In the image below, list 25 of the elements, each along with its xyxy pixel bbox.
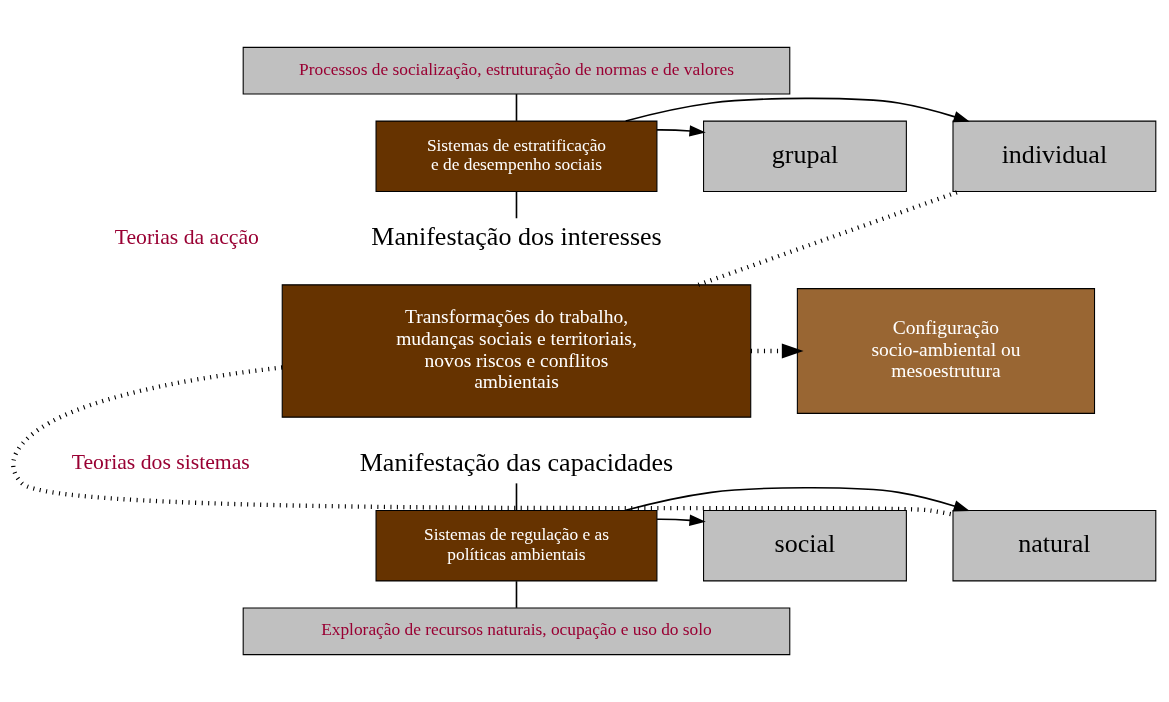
arrow xyxy=(656,514,706,526)
connector xyxy=(515,482,518,512)
arrow xyxy=(624,486,970,512)
node-box: natural xyxy=(952,509,1157,582)
connector xyxy=(697,189,960,287)
node-box: individual xyxy=(952,120,1157,193)
node-box: Processos de socialização, estruturação de normas e de valores xyxy=(242,46,791,95)
node-box: Configuração socio-ambiental ou mesoestrutura xyxy=(796,288,1096,414)
arrow xyxy=(656,125,706,137)
node-text: Manifestação dos interesses xyxy=(371,221,662,251)
arrow xyxy=(750,343,804,359)
connector xyxy=(515,580,518,609)
node-box: Sistemas de estratificação e de desempenho sociais xyxy=(375,120,658,193)
node-box: Exploração de recursos naturais, ocupação e uso do solo xyxy=(242,607,791,656)
node-text: Manifestação das capacidades xyxy=(359,447,674,477)
arrow xyxy=(624,97,970,123)
node-box: social xyxy=(703,509,907,582)
label: Teorias dos sistemas xyxy=(71,450,250,475)
label: Teorias da acção xyxy=(114,224,259,249)
connector xyxy=(11,365,954,517)
node-box: grupal xyxy=(703,120,907,193)
connector xyxy=(515,190,518,220)
node-box: Sistemas de regulação e as políticas ambientais xyxy=(375,509,658,582)
connector xyxy=(515,93,518,122)
node-box: Transformações do trabalho, mudanças sociais e territoriais, novos riscos e conflitos ambientais xyxy=(281,284,752,418)
